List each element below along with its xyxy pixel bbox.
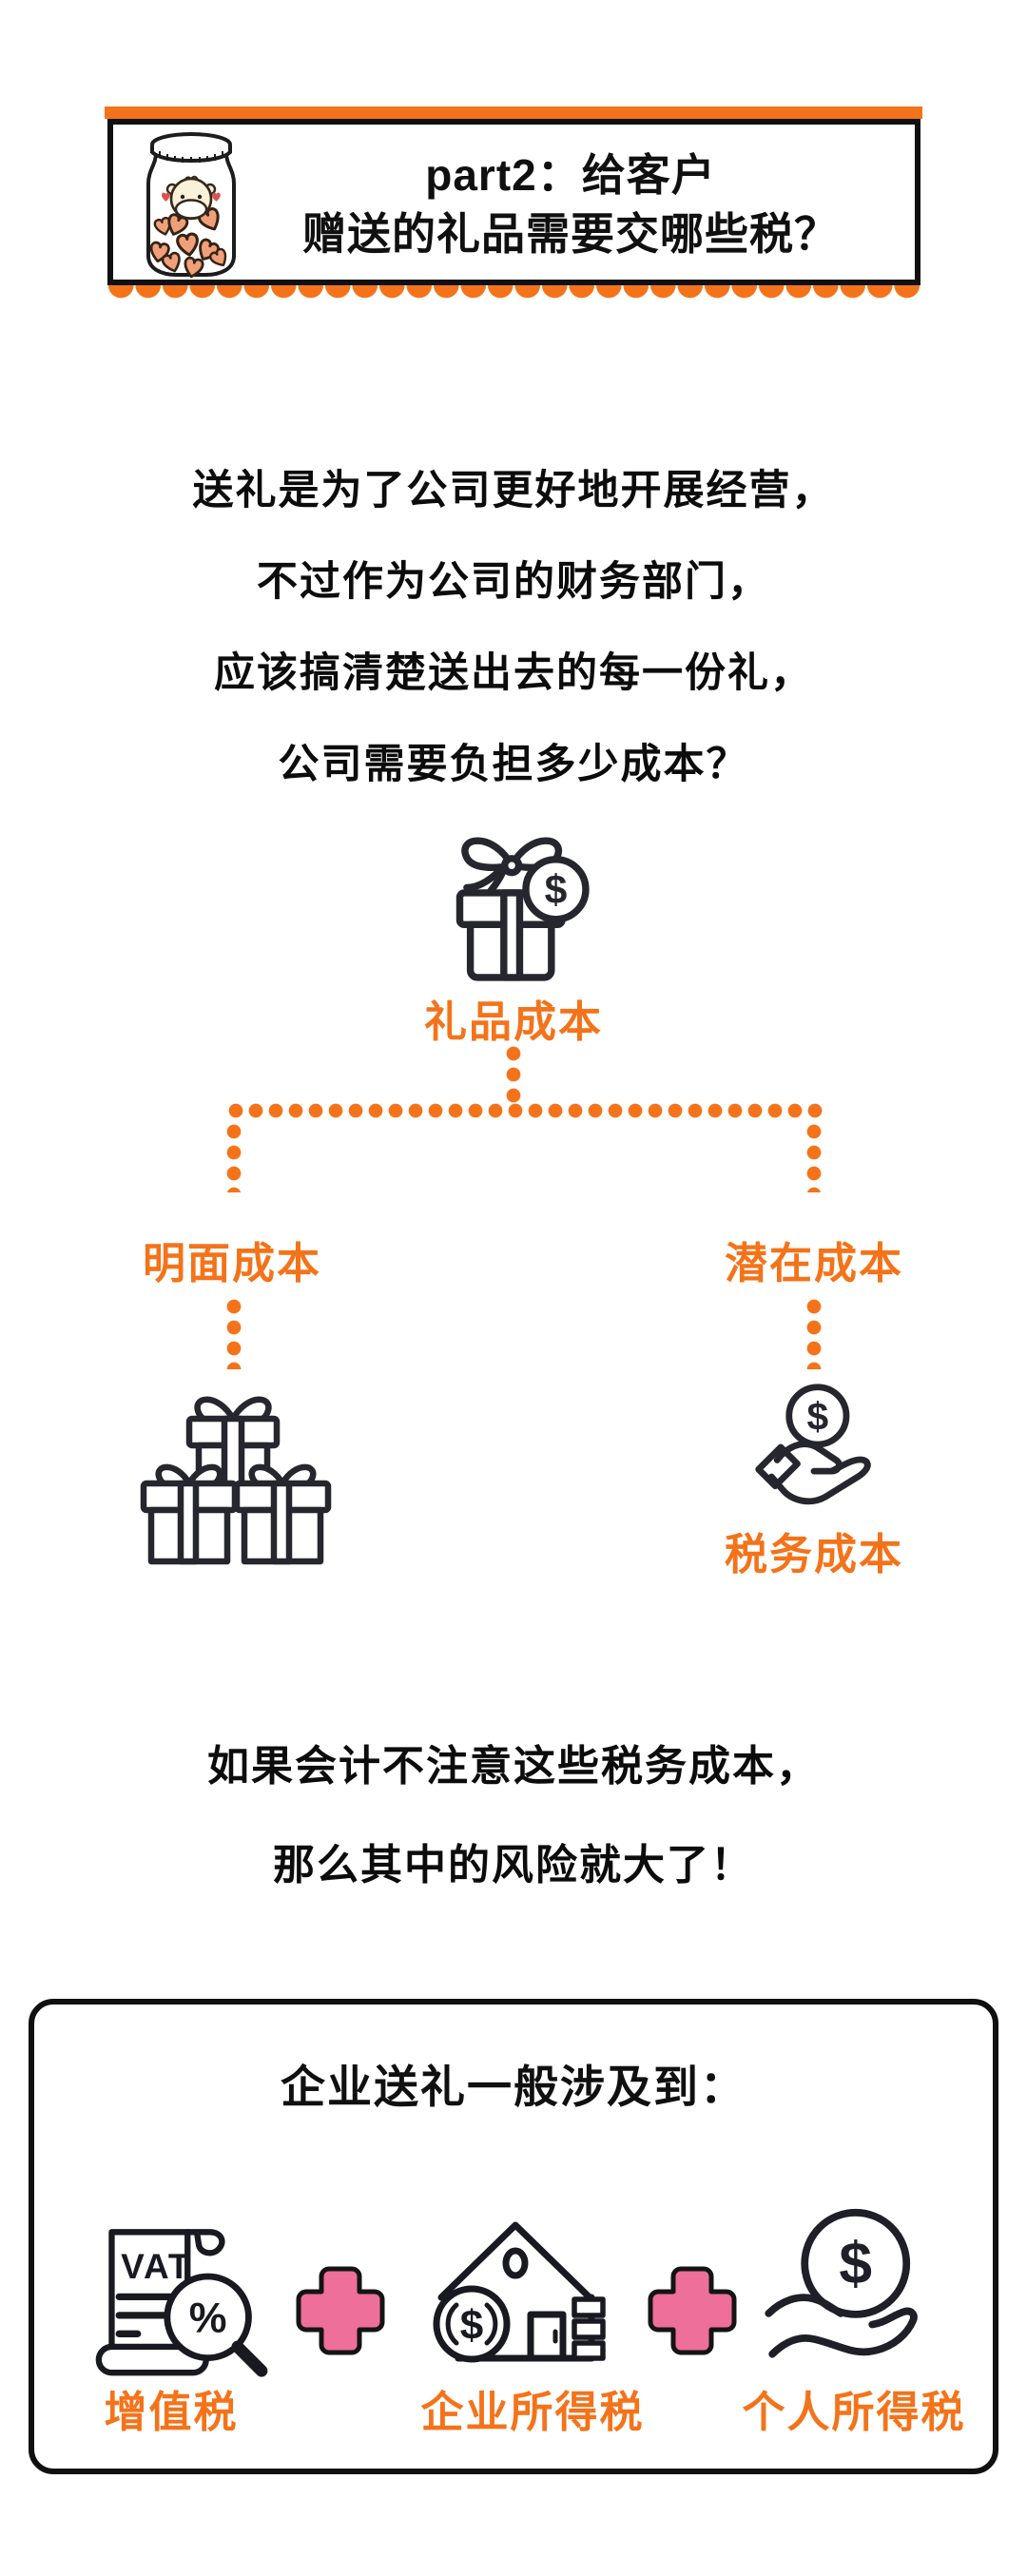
page-title-line1: part2：给客户 <box>425 150 716 200</box>
tax-item-label-individual: 个人所得税 <box>742 2388 966 2436</box>
tax-item-label-vat: 增值税 <box>104 2388 239 2436</box>
branch-right-label: 潜在成本 <box>724 1239 903 1288</box>
tree-connector-right-leaf <box>806 1297 822 1369</box>
warning-line: 如果会计不注意这些税务成本， <box>207 1743 820 1790</box>
intro-paragraph: 送礼是为了公司更好地开展经营， 不过作为公司的财务部门， 应该搞清楚送出去的每一… <box>0 445 1027 810</box>
intro-line: 公司需要负担多少成本？ <box>278 742 749 787</box>
dollar-glyph: $ <box>807 1394 829 1438</box>
intro-line: 不过作为公司的财务部门， <box>257 559 770 605</box>
jar-mascot-icon <box>139 129 243 281</box>
header-box <box>107 119 920 285</box>
percent-glyph: % <box>189 2294 227 2341</box>
cow-mascot <box>162 175 221 221</box>
warning-paragraph: 如果会计不注意这些税务成本， 那么其中的风险就大了！ <box>0 1717 1027 1915</box>
dollar-glyph: $ <box>460 2302 483 2349</box>
page-title-line2: 赠送的礼品需要交哪些税？ <box>302 209 839 259</box>
scalloped-edge <box>107 285 920 311</box>
dollar-glyph: $ <box>545 867 568 913</box>
intro-line: 应该搞清楚送出去的每一份礼， <box>214 650 813 696</box>
tree-connector-horizontal <box>226 1103 824 1118</box>
gifts-stack-icon <box>132 1375 334 1565</box>
tax-cost-label: 税务成本 <box>724 1530 903 1579</box>
root-cost-label: 礼品成本 <box>423 997 603 1046</box>
warning-line: 那么其中的风险就大了！ <box>273 1842 754 1888</box>
gift-coin-icon: $ <box>430 814 597 983</box>
tree-connector-left-leaf <box>226 1297 242 1369</box>
heart-snacks <box>149 207 227 279</box>
tree-connector-left <box>226 1122 242 1192</box>
house-coin-icon: $ <box>418 2206 613 2379</box>
plus-icon <box>291 2261 390 2360</box>
hand-coin-icon: $ <box>749 1379 879 1508</box>
branch-left-label: 明面成本 <box>142 1239 321 1288</box>
header-top-bar <box>105 107 922 119</box>
tree-connector-root <box>506 1044 521 1107</box>
plus-icon <box>643 2261 742 2360</box>
hand-dollar-icon: $ <box>751 2206 941 2377</box>
page-title: part2：给客户 赠送的礼品需要交哪些税？ <box>238 135 903 274</box>
tax-types-title: 企业送礼一般涉及到： <box>281 2062 746 2112</box>
tax-item-label-corporate: 企业所得税 <box>420 2388 645 2436</box>
tree-connector-right <box>806 1122 822 1192</box>
vat-document-icon: VAT % <box>84 2208 274 2379</box>
intro-line: 送礼是为了公司更好地开展经营， <box>192 468 835 513</box>
dollar-glyph: $ <box>839 2232 872 2297</box>
vat-glyph: VAT <box>121 2247 191 2286</box>
